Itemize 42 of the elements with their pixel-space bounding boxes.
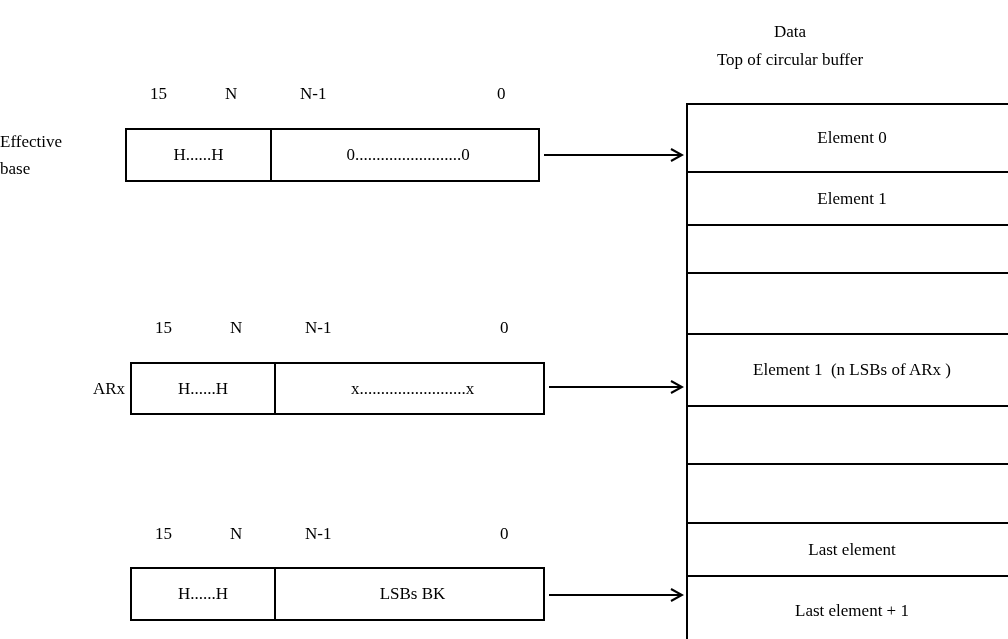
bit-number: 15 [150, 84, 167, 104]
field-text: x.........................x [350, 378, 475, 399]
bit-number: 0 [500, 524, 509, 544]
buffer-cell [686, 171, 1008, 224]
register-box [130, 362, 545, 415]
empty-buffer-cell [686, 224, 1008, 272]
register-box [130, 567, 545, 621]
field-text: H......H [173, 145, 224, 165]
arrow [548, 380, 683, 394]
bit-number: N [225, 84, 238, 104]
cell-text: Last element [808, 539, 896, 560]
buffer-cell [686, 575, 1008, 639]
field-text: LSBs BK [379, 584, 446, 604]
cell-text: Element 1 (n LSBs of ARx ) [753, 360, 951, 380]
field-text: 0.........................0 [346, 145, 470, 165]
buffer-heading: Top of circular buffer [715, 50, 865, 70]
arrow [543, 148, 683, 162]
empty-buffer-cell [686, 463, 1008, 522]
cell-text: Element 0 [817, 128, 887, 148]
buffer-cell [686, 333, 1008, 405]
arrow [548, 588, 683, 602]
bit-number: N [230, 524, 243, 544]
register-box [125, 128, 540, 182]
register-name: ARx [91, 378, 125, 400]
buffer-cell [686, 522, 1008, 575]
field-text: H......H [177, 584, 229, 604]
buffer-cell [686, 103, 1008, 171]
bit-number: N [230, 318, 243, 338]
empty-buffer-cell [686, 405, 1008, 463]
bit-number: 0 [500, 318, 509, 338]
bit-number: N-1 [305, 524, 332, 544]
cell-text: Element 1 [817, 188, 887, 209]
bit-number: 0 [497, 84, 506, 104]
bit-number: 15 [155, 524, 172, 544]
cell-text: Last element + 1 [795, 601, 909, 621]
bit-number: 15 [155, 318, 172, 338]
field-text: H......H [177, 378, 229, 399]
buffer-heading: Data [772, 22, 808, 42]
bit-number: N-1 [305, 318, 332, 338]
bit-number: N-1 [300, 84, 327, 104]
empty-buffer-cell [686, 272, 1008, 333]
register-name: Effective base [0, 131, 63, 181]
